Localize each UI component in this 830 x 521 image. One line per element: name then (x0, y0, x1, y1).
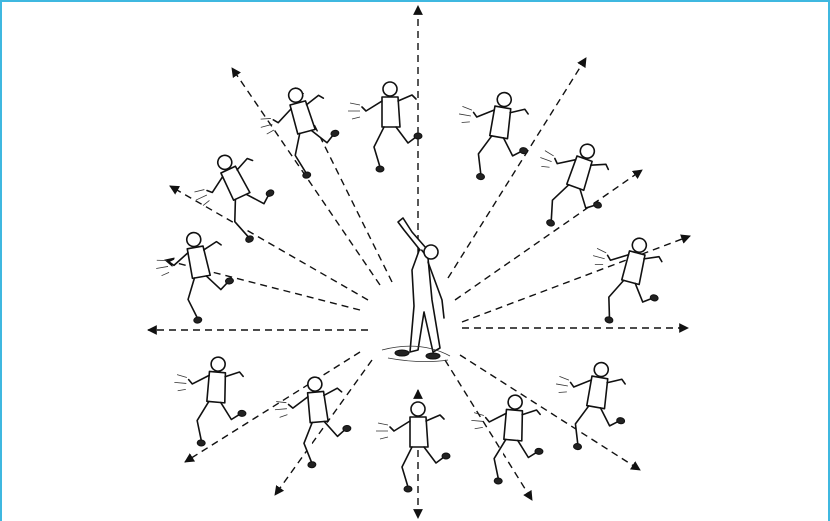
running-player-figure (376, 402, 450, 492)
player-figures (151, 80, 672, 492)
center-referee-figure (382, 218, 450, 362)
running-player-figure (519, 130, 619, 240)
running-player-figure (348, 82, 422, 172)
direction-arrow (275, 360, 372, 495)
running-player-figure (169, 354, 251, 450)
running-player-figure (272, 374, 354, 470)
running-player-figure (448, 85, 537, 186)
running-player-figure (253, 80, 348, 186)
direction-arrow (460, 355, 640, 470)
running-player-figure (466, 392, 548, 488)
direction-arrow (448, 58, 586, 278)
running-player-figure (151, 227, 240, 328)
direction-arrow (462, 236, 690, 322)
direction-arrow (185, 352, 360, 462)
direction-arrow (455, 170, 642, 300)
running-player-figure (577, 228, 672, 334)
running-player-figure (545, 355, 634, 456)
